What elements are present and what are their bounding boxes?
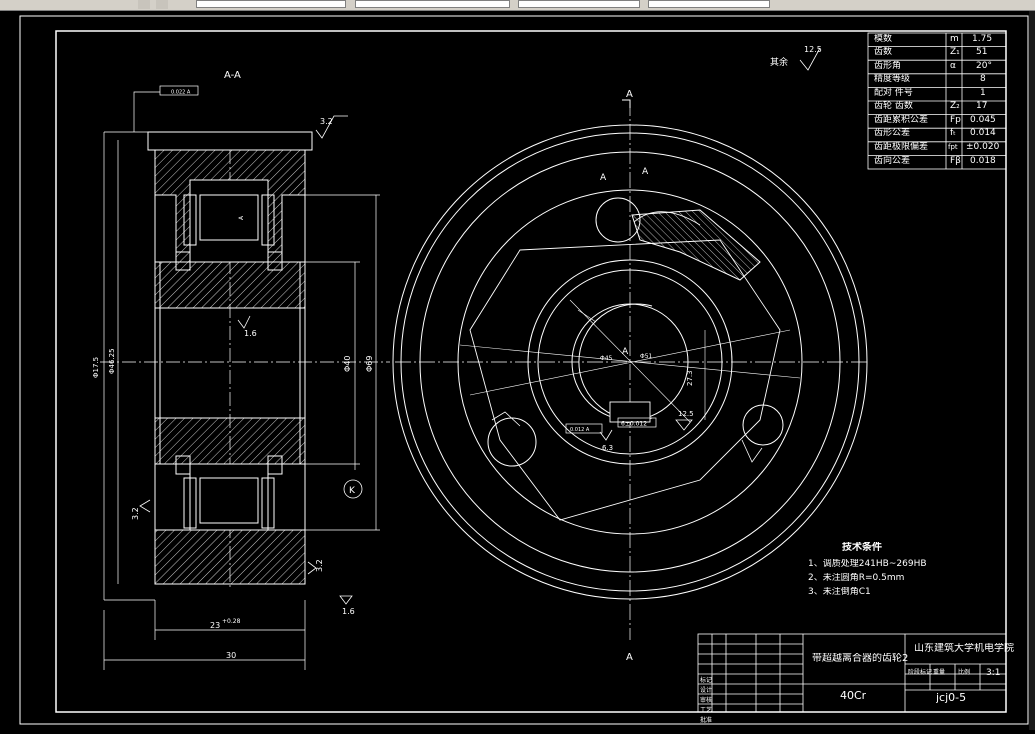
tb-col-stage: 阶段标记: [908, 669, 933, 676]
gear-row-2-sym: α: [950, 61, 956, 71]
dim-30: 30: [226, 651, 236, 660]
section-label: A-A: [224, 70, 241, 81]
keyway-tol: 6±0.012: [621, 421, 647, 428]
rough-key: 12.5: [678, 410, 694, 418]
tb-col-weight: 重量: [933, 669, 946, 676]
drawing-canvas[interactable]: A-A: [0, 11, 1035, 730]
gear-row-7-val: 0.014: [970, 128, 996, 138]
tb-label-approve: 批准: [700, 717, 713, 724]
gear-row-6-name: 齿距累积公差: [874, 115, 929, 125]
material: 40Cr: [840, 690, 867, 701]
drawing-number: jcj0-5: [936, 692, 967, 703]
dim-69: Φ69: [365, 356, 374, 372]
dim-40: Φ40: [343, 356, 352, 372]
school-name: 山东建筑大学机电学院: [914, 643, 1014, 654]
gear-row-6-val: 0.045: [970, 115, 996, 125]
linetype-dropdown[interactable]: [355, 0, 510, 8]
tb-label-design: 设计: [700, 687, 713, 694]
tech-req-title: 技术条件: [842, 542, 882, 553]
gear-row-7-name: 齿形公差: [874, 128, 911, 138]
rough-left: 3.2: [131, 507, 140, 520]
drawing-svg: A-A: [19, 15, 1029, 725]
inner-frame: [55, 30, 1007, 713]
tb-label-review: 审核: [700, 697, 713, 704]
bore-dia-b: Φ51: [640, 353, 653, 360]
app-toolbar: [0, 0, 1035, 11]
other-finish-value: 12.5: [804, 45, 822, 54]
gear-row-5-val: 17: [976, 101, 988, 111]
rough-bore: 1.6: [244, 329, 257, 338]
gear-row-9-sym: Fβ: [950, 156, 961, 166]
rough-top: 3.2: [320, 117, 333, 126]
tb-col-scale: 比例: [958, 669, 971, 676]
key-dim: 27.3: [686, 370, 694, 386]
rough-right: 3.2: [315, 559, 324, 572]
front-view: A A A A A Φ45 Φ51 27.3 6±0.012 0.012 A 1…: [392, 45, 870, 663]
gear-row-4-val: 1: [980, 88, 986, 98]
section-view-aa: A-A: [92, 70, 390, 670]
gear-row-5-name: 齿轮 齿数: [874, 101, 913, 111]
tol-frame-key: 0.012 A: [570, 427, 590, 433]
rough-bottom: 1.6: [342, 607, 355, 616]
mark-a-hole1: A: [600, 173, 607, 183]
datum-k: K: [349, 486, 356, 496]
dim-left1: Φ17.5: [92, 357, 100, 378]
part-name: 带超越离合器的齿轮2: [812, 653, 909, 664]
tech-req-line-2: 2、未注圆角R=0.5mm: [808, 573, 905, 583]
gear-row-1-sym: Z₁: [950, 47, 960, 57]
toolbar-icon-2[interactable]: [156, 0, 168, 9]
gear-row-0-val: 1.75: [972, 34, 993, 44]
gear-row-7-sym: fₜ: [950, 128, 956, 138]
tb-label-process: 工艺: [700, 707, 713, 714]
gear-row-1-name: 齿数: [874, 47, 893, 57]
gear-row-8-val: ±0.020: [966, 142, 1000, 152]
tech-req-line-1: 1、调质处理241HB~269HB: [808, 559, 927, 569]
gear-row-8-name: 齿距极限偏差: [874, 142, 929, 152]
outer-frame: [19, 15, 1029, 725]
gear-row-5-sym: Z₂: [950, 101, 960, 111]
gear-row-9-val: 0.018: [970, 156, 996, 166]
tb-label-mark: 标记: [700, 677, 713, 684]
gear-row-0-name: 模数: [874, 34, 893, 44]
mark-a-bottom: A: [626, 652, 633, 663]
gear-param-table: [867, 32, 1007, 170]
gear-row-3-name: 精度等级: [874, 74, 911, 84]
gear-row-8-sym: fpt: [948, 143, 958, 151]
toolbar-icon-1[interactable]: [138, 0, 150, 9]
gear-row-1-val: 51: [976, 47, 988, 57]
mark-a-top: A: [626, 89, 633, 100]
lineweight-dropdown[interactable]: [518, 0, 640, 8]
gear-row-6-sym: Fp: [950, 115, 961, 125]
layer-dropdown[interactable]: [196, 0, 346, 8]
gear-row-2-val: 20°: [976, 61, 992, 71]
section-hole-mark: A: [238, 215, 245, 220]
tol-frame-top: 0.022 A: [171, 90, 191, 96]
other-finish-label: 其余: [770, 56, 788, 68]
gear-row-0-sym: m: [950, 34, 959, 44]
gear-row-3-val: 8: [980, 74, 986, 84]
mark-a-hole2: A: [642, 167, 649, 177]
dim-left2: Φ46.25: [108, 348, 116, 374]
rough-key-63: 6.3: [602, 444, 613, 452]
dim-23: 23: [210, 621, 220, 630]
vertical-scrollbar[interactable]: [1029, 11, 1035, 730]
tech-req-line-3: 3、未注倒角C1: [808, 587, 871, 597]
title-block: [697, 633, 1007, 713]
plotstyle-dropdown[interactable]: [648, 0, 770, 8]
mark-a-center: A: [622, 347, 629, 357]
scale: 3:1: [986, 668, 1001, 678]
gear-row-4-name: 配对 件号: [874, 88, 913, 98]
gear-row-2-name: 齿形角: [874, 61, 902, 71]
bore-dia-a: Φ45: [600, 355, 613, 362]
gear-row-9-name: 齿向公差: [874, 156, 911, 166]
dim-23-tol: +0.28: [222, 618, 241, 625]
